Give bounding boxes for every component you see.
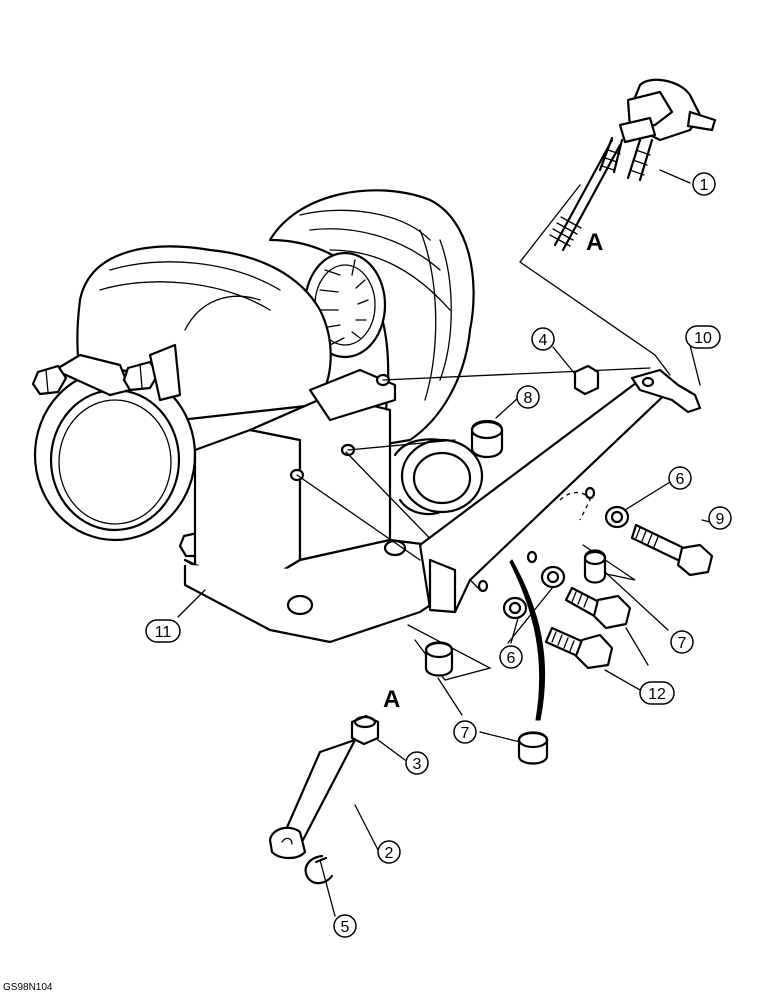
svg-text:10: 10: [694, 330, 712, 347]
callout-5: 5: [333, 914, 357, 938]
callout-7b: 7: [453, 720, 477, 744]
callout-9: 9: [708, 506, 732, 530]
svg-text:7: 7: [678, 635, 687, 652]
spacer: [517, 731, 549, 765]
nut-3: [350, 714, 380, 746]
washer: [502, 596, 528, 620]
nut-4: [573, 364, 600, 396]
svg-text:3: 3: [413, 756, 422, 773]
svg-text:8: 8: [524, 390, 533, 407]
callout-7a: 7: [670, 630, 694, 654]
callout-leaders: [177, 169, 711, 917]
detail-label-a-bottom: A: [383, 686, 400, 713]
rod-end: [268, 738, 357, 860]
svg-text:9: 9: [716, 511, 725, 528]
callout-10: 10: [685, 325, 721, 349]
callout-6b: 6: [499, 645, 523, 669]
callout-8: 8: [516, 385, 540, 409]
svg-text:4: 4: [539, 332, 548, 349]
callout-3: 3: [405, 751, 429, 775]
bolt-9: [630, 523, 714, 577]
turbocharger-assembly: [31, 189, 484, 644]
spacer: [424, 641, 454, 677]
spacer-8: [470, 419, 504, 459]
washer: [540, 565, 566, 589]
svg-text:11: 11: [155, 624, 172, 641]
wastegate-actuator: [549, 78, 717, 252]
callout-11: 11: [145, 619, 181, 643]
svg-text:6: 6: [676, 471, 685, 488]
bolt-12: [544, 626, 614, 670]
washer: [604, 505, 630, 529]
svg-text:5: 5: [341, 919, 350, 936]
callout-6a: 6: [668, 466, 692, 490]
flange-bolt: [122, 360, 160, 392]
svg-text:6: 6: [507, 650, 516, 667]
callout-12: 12: [639, 681, 675, 705]
flange-bolt: [31, 364, 68, 396]
bolt-12: [564, 586, 632, 630]
spacer: [583, 549, 607, 584]
svg-text:2: 2: [385, 845, 394, 862]
detail-label-a-top: A: [586, 229, 603, 256]
callout-2: 2: [377, 840, 401, 864]
retaining-clip: [304, 854, 334, 885]
svg-text:7: 7: [461, 725, 470, 742]
figure-reference: GS98N104: [3, 982, 53, 993]
callout-1: 1: [692, 172, 716, 196]
callout-4: 4: [531, 327, 555, 351]
svg-text:1: 1: [700, 177, 709, 194]
mounting-bracket: [418, 368, 702, 721]
svg-text:12: 12: [648, 686, 666, 703]
